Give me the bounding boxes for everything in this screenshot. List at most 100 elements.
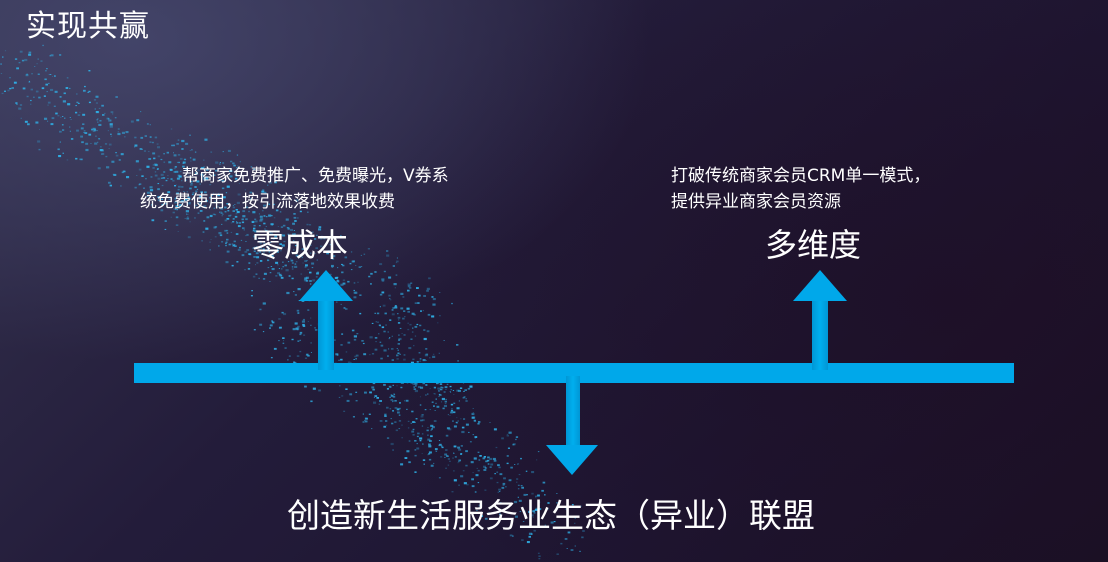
particle-dot (452, 420, 454, 422)
particle-dot (496, 481, 499, 484)
particle-dot (236, 222, 239, 224)
particle-dot (124, 136, 126, 138)
particle-dot (407, 328, 410, 331)
particle-dot (243, 229, 245, 231)
particle-dot (473, 419, 476, 422)
particle-dot (269, 181, 272, 184)
particle-dot (532, 516, 534, 518)
particle-dot (390, 399, 393, 401)
particle-dot (221, 215, 223, 217)
right-description-line: 打破传统商家会员CRM单一模式， (671, 166, 931, 186)
particle-dot (363, 253, 366, 255)
particle-dot (88, 90, 91, 93)
particle-dot (231, 243, 234, 245)
particle-dot (174, 201, 178, 204)
particle-dot (289, 240, 291, 242)
particle-dot (143, 150, 146, 152)
particle-dot (209, 241, 211, 243)
particle-dot (506, 433, 508, 435)
particle-dot (262, 189, 265, 191)
particle-dot (98, 138, 101, 140)
particle-dot (64, 117, 66, 119)
particle-dot (271, 249, 274, 251)
particle-dot (473, 457, 477, 460)
particle-dot (428, 443, 431, 446)
particle-dot (410, 422, 412, 424)
particle-dot (190, 184, 193, 186)
particle-dot (37, 140, 41, 143)
particle-dot (356, 333, 359, 335)
particle-dot (486, 459, 490, 462)
particle-dot (421, 425, 424, 427)
particle-dot (478, 459, 481, 461)
particle-dot (247, 268, 251, 270)
particle-dot (538, 555, 541, 557)
particle-dot (164, 203, 167, 205)
particle-dot (429, 440, 432, 442)
particle-dot (390, 394, 393, 396)
particle-dot (340, 344, 343, 346)
particle-dot (188, 175, 190, 176)
particle-dot (423, 295, 426, 297)
particle-dot (219, 211, 223, 214)
particle-dot (300, 233, 304, 236)
particle-dot (524, 510, 526, 512)
particle-dot (299, 350, 302, 353)
particle-dot (191, 193, 194, 196)
particle-dot (311, 262, 315, 265)
particle-dot (435, 450, 437, 452)
particle-dot (194, 186, 197, 188)
particle-dot (314, 329, 318, 331)
particle-dot (121, 171, 124, 174)
particle-dot (263, 215, 266, 217)
particle-dot (379, 263, 383, 266)
particle-dot (236, 154, 239, 156)
particle-dot (288, 355, 291, 357)
particle-dot (517, 463, 519, 464)
particle-dot (323, 238, 326, 240)
particle-dot (438, 394, 442, 396)
particle-dot (107, 130, 109, 132)
particle-dot (9, 87, 12, 90)
particle-dot (177, 231, 179, 232)
particle-dot (476, 467, 478, 469)
particle-dot (383, 349, 387, 352)
particle-dot (185, 168, 188, 170)
particle-dot (392, 410, 394, 412)
particle-dot (214, 200, 216, 203)
particle-dot (502, 482, 506, 485)
particle-dot (267, 267, 270, 269)
particle-dot (444, 386, 448, 389)
particle-dot (18, 107, 22, 110)
particle-dot (371, 386, 375, 389)
particle-dot (150, 176, 153, 178)
particle-dot (95, 95, 99, 98)
particle-dot (422, 382, 425, 385)
particle-dot (233, 164, 236, 167)
particle-dot (154, 136, 158, 139)
particle-dot (176, 143, 179, 145)
particle-dot (234, 204, 236, 205)
particle-dot (145, 178, 147, 180)
particle-dot (417, 302, 420, 304)
particle-dot (475, 474, 479, 477)
right-heading: 多维度 (765, 226, 862, 264)
particle-dot (237, 193, 241, 196)
particle-dot (282, 234, 286, 237)
particle-dot (299, 333, 302, 336)
particle-dot (157, 155, 161, 158)
particle-dot (221, 213, 224, 215)
particle-dot (292, 222, 295, 225)
particle-dot (226, 238, 229, 241)
particle-dot (44, 117, 48, 120)
particle-dot (169, 168, 173, 171)
particle-dot (429, 388, 431, 390)
particle-dot (265, 216, 268, 218)
particle-dot (47, 104, 49, 106)
particle-dot (508, 479, 512, 482)
particle-dot (38, 148, 41, 151)
particle-dot (316, 272, 319, 275)
particle-dot (203, 220, 206, 222)
particle-dot (299, 210, 302, 213)
particle-dot (433, 386, 436, 389)
